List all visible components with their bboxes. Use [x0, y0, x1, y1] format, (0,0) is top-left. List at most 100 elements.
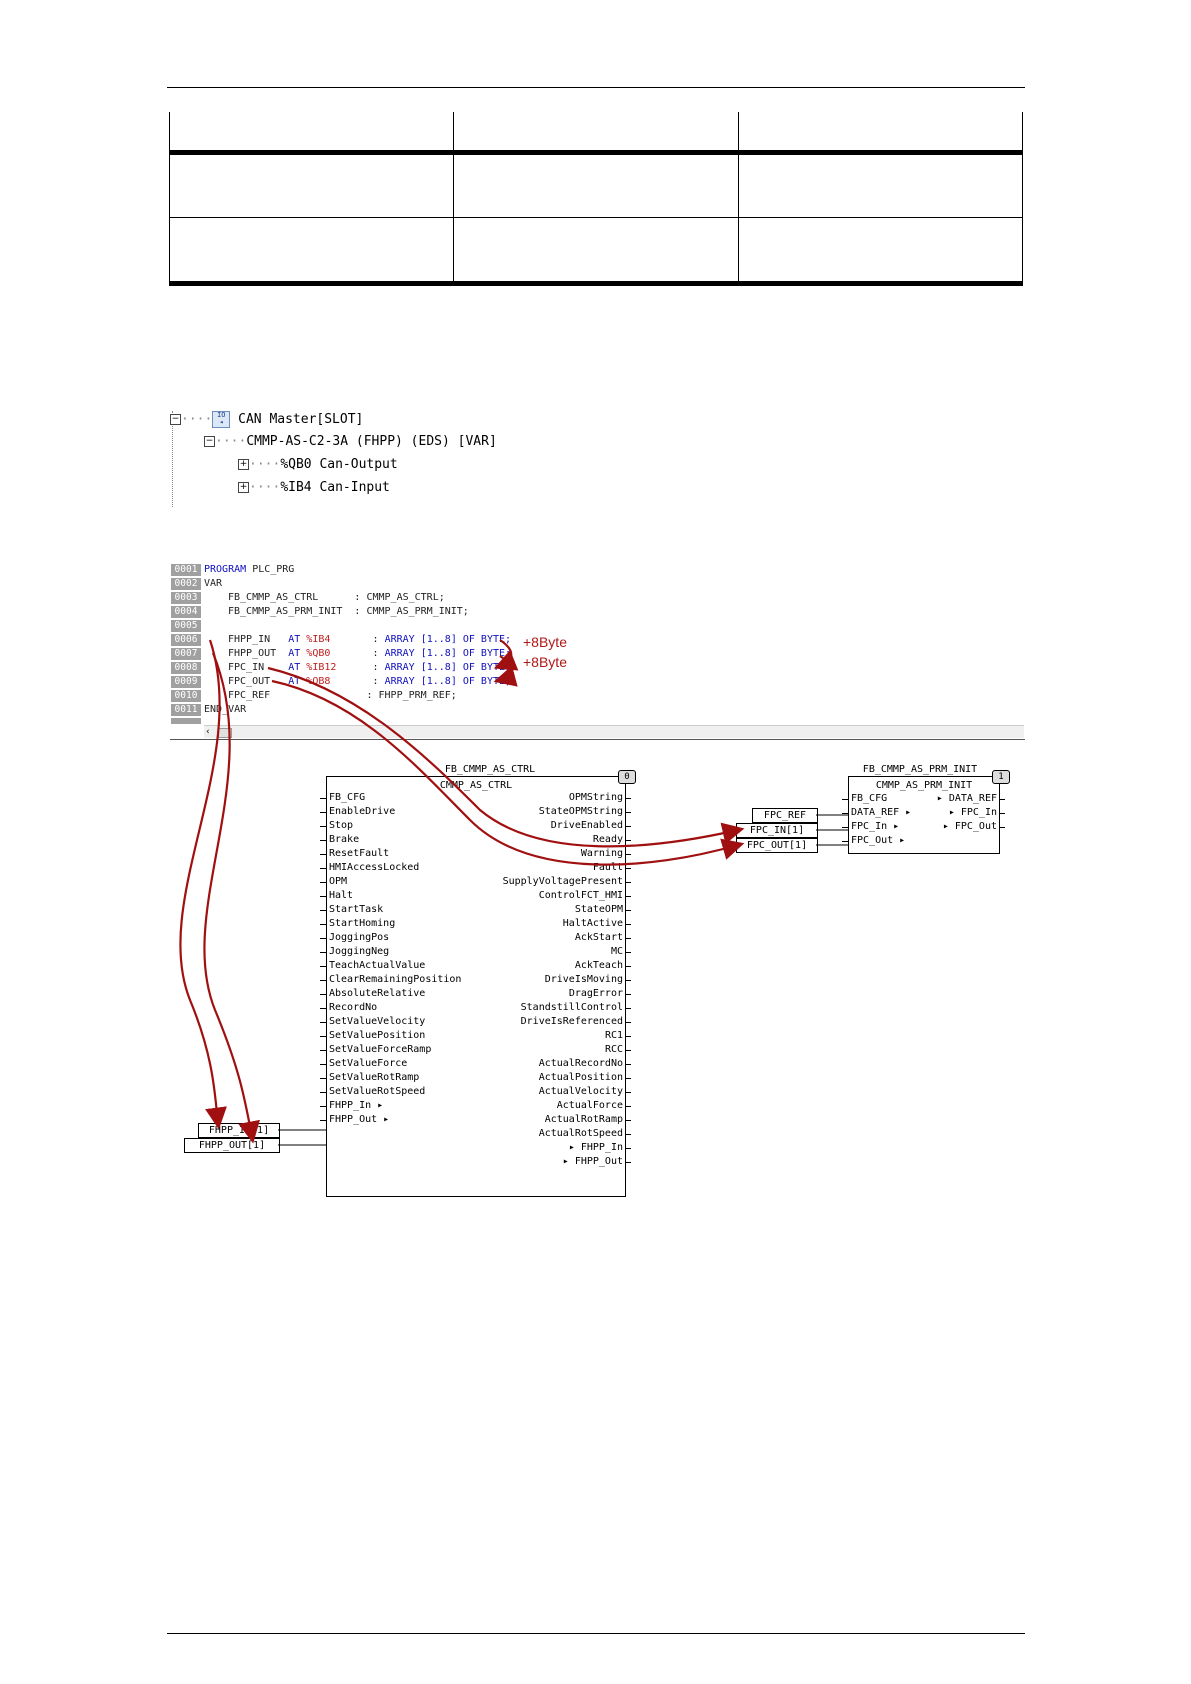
- fb-input-pin[interactable]: JoggingNeg: [329, 946, 390, 957]
- line-number: 0006: [171, 634, 201, 646]
- line-number: 0003: [171, 592, 201, 604]
- fb-output-pin[interactable]: SupplyVoltagePresent: [502, 876, 623, 887]
- line-number: 0011: [171, 704, 201, 716]
- collapse-icon[interactable]: −: [204, 436, 215, 447]
- fb-input-pin[interactable]: Halt: [329, 890, 354, 901]
- fb-init-type: CMMP_AS_PRM_INIT: [875, 780, 973, 791]
- fb-input-pin[interactable]: FB_CFG: [329, 792, 366, 803]
- line-number: 0009: [171, 676, 201, 688]
- fb-input-pin[interactable]: RecordNo: [329, 1002, 378, 1013]
- fb-output-pin[interactable]: DriveIsReferenced: [520, 1016, 623, 1027]
- fb-input-pin[interactable]: TeachActualValue: [329, 960, 426, 971]
- fb-input-pin[interactable]: SetValueForce: [329, 1058, 408, 1069]
- fb-input-pin[interactable]: OPM: [329, 876, 348, 887]
- fb-init-instance: FB_CMMP_AS_PRM_INIT: [862, 764, 978, 775]
- expand-icon[interactable]: +: [238, 459, 249, 470]
- table-bottom-rule: [169, 281, 1023, 286]
- fb-output-pin[interactable]: RCC: [604, 1044, 623, 1055]
- execution-order-badge: 1: [992, 770, 1010, 784]
- can-master-icon: IO◂: [212, 411, 231, 428]
- fb-output-pin[interactable]: ActualRecordNo: [538, 1058, 623, 1069]
- fb-input-pin[interactable]: ClearRemainingPosition: [329, 974, 462, 985]
- fb-output-pin[interactable]: DriveIsMoving: [544, 974, 623, 985]
- fb-output-pin[interactable]: OPMString: [568, 792, 623, 803]
- fb-output-pin[interactable]: Ready: [592, 834, 623, 845]
- horizontal-scrollbar[interactable]: ‹: [204, 725, 1024, 738]
- fb-input-pin[interactable]: Brake: [329, 834, 360, 845]
- line-number: 0010: [171, 690, 201, 702]
- fb-output-pin[interactable]: ActualForce: [556, 1100, 623, 1111]
- fb-input-pin[interactable]: SetValueForceRamp: [329, 1044, 432, 1055]
- fb-output-pin[interactable]: ControlFCT_HMI: [538, 890, 623, 901]
- fb-input-pin[interactable]: HMIAccessLocked: [329, 862, 420, 873]
- line-number: 0008: [171, 662, 201, 674]
- fb-input-pin[interactable]: FPC_In ▸: [851, 821, 900, 832]
- line-number: 0005: [171, 620, 201, 632]
- fb-output-pin[interactable]: ▸ FHPP_In: [568, 1142, 623, 1153]
- fb-output-pin[interactable]: HaltActive: [562, 918, 623, 929]
- fb-input-pin[interactable]: StartHoming: [329, 918, 396, 929]
- fb-output-pin[interactable]: Fault: [592, 862, 623, 873]
- fb-input-pin[interactable]: FHPP_Out ▸: [329, 1114, 390, 1125]
- code-line-end-var: END_VAR: [204, 704, 247, 715]
- tree-device[interactable]: −····CMMP-AS-C2-3A (FHPP) (EDS) [VAR]: [204, 434, 497, 449]
- fb-input-pin[interactable]: SetValueRotRamp: [329, 1072, 420, 1083]
- code-line: FB_CMMP_AS_CTRL : CMMP_AS_CTRL;: [228, 592, 445, 603]
- fb-input-pin[interactable]: ResetFault: [329, 848, 390, 859]
- fb-output-pin[interactable]: ▸ FHPP_Out: [562, 1156, 623, 1167]
- tree-input[interactable]: +····%IB4 Can-Input: [238, 480, 390, 495]
- fb-input-pin[interactable]: FPC_Out ▸: [851, 835, 906, 846]
- fb-output-pin[interactable]: AckTeach: [574, 960, 623, 971]
- fb-input-pin[interactable]: FHPP_In ▸: [329, 1100, 384, 1111]
- annotation-8byte: +8Byte: [523, 654, 567, 670]
- fb-output-pin[interactable]: ActualPosition: [538, 1072, 623, 1083]
- collapse-icon[interactable]: −: [170, 414, 181, 425]
- fb-init-block[interactable]: CMMP_AS_PRM_INIT 1 FB_CFG DATA_REF ▸ FPC_I…: [842, 770, 1010, 854]
- fb-output-pin[interactable]: ActualRotRamp: [544, 1114, 623, 1125]
- fb-ctrl-instance: FB_CMMP_AS_CTRL: [444, 764, 536, 775]
- fb-output-pin[interactable]: StandstillControl: [520, 1002, 623, 1013]
- declaration-editor[interactable]: 0001 0002 0003 0004 0005 0006 0007 0008 …: [170, 563, 1025, 741]
- fb-output-pin[interactable]: AckStart: [574, 932, 623, 943]
- fb-input-pin[interactable]: FB_CFG: [851, 793, 888, 804]
- fb-input-pin[interactable]: StartTask: [329, 904, 384, 915]
- line-number: 0004: [171, 606, 201, 618]
- fb-output-pin[interactable]: Warning: [580, 848, 623, 859]
- tree-root[interactable]: −····IO◂ CAN Master[SLOT]: [170, 411, 364, 428]
- scroll-left-icon[interactable]: ‹: [206, 727, 210, 737]
- fb-output-pin[interactable]: MC: [610, 946, 623, 957]
- fb-output-pin[interactable]: StateOPMString: [538, 806, 623, 817]
- device-tree: −····IO◂ CAN Master[SLOT] −····CMMP-AS-C…: [170, 411, 510, 507]
- fb-output-pin[interactable]: ActualVelocity: [538, 1086, 623, 1097]
- fb-output-pin[interactable]: ▸ FPC_In: [948, 807, 997, 818]
- fb-input-pin[interactable]: AbsoluteRelative: [329, 988, 426, 999]
- expand-icon[interactable]: +: [238, 482, 249, 493]
- fb-output-pin[interactable]: ▸ DATA_REF: [936, 793, 997, 804]
- fb-output-pin[interactable]: ActualRotSpeed: [538, 1128, 623, 1139]
- fb-input-pin[interactable]: SetValueVelocity: [329, 1016, 426, 1027]
- mapping-arrows: [179, 639, 745, 1144]
- fb-input-pin[interactable]: EnableDrive: [329, 806, 396, 817]
- fb-input-pin[interactable]: Stop: [329, 820, 354, 831]
- footer-rule: [167, 1633, 1025, 1634]
- fb-output-pin[interactable]: RC1: [604, 1030, 623, 1041]
- fb-output-pin[interactable]: ▸ FPC_Out: [942, 821, 997, 832]
- fb-input-pin[interactable]: SetValueRotSpeed: [329, 1086, 426, 1097]
- code-line: FHPP_IN AT %IB4 : ARRAY [1..8] OF BYTE;: [228, 634, 512, 645]
- fb-input-pin[interactable]: DATA_REF ▸: [851, 807, 912, 818]
- empty-table: [169, 112, 1023, 286]
- tree-output[interactable]: +····%QB0 Can-Output: [238, 457, 398, 472]
- fb-output-pin[interactable]: StateOPM: [574, 904, 623, 915]
- code-line-program: PROGRAM PLC_PRG: [204, 564, 295, 575]
- table-header-rule: [169, 150, 1023, 155]
- code-line: FPC_REF : FHPP_PRM_REF;: [228, 690, 457, 701]
- fb-output-pin[interactable]: DriveEnabled: [550, 820, 623, 831]
- fb-input-pin[interactable]: SetValuePosition: [329, 1030, 426, 1041]
- fb-input-pin[interactable]: JoggingPos: [329, 932, 390, 943]
- execution-order-badge: 0: [618, 770, 636, 784]
- line-number: 0001: [171, 564, 201, 576]
- fb-output-pin[interactable]: DragError: [568, 988, 623, 999]
- line-number: 0002: [171, 578, 201, 590]
